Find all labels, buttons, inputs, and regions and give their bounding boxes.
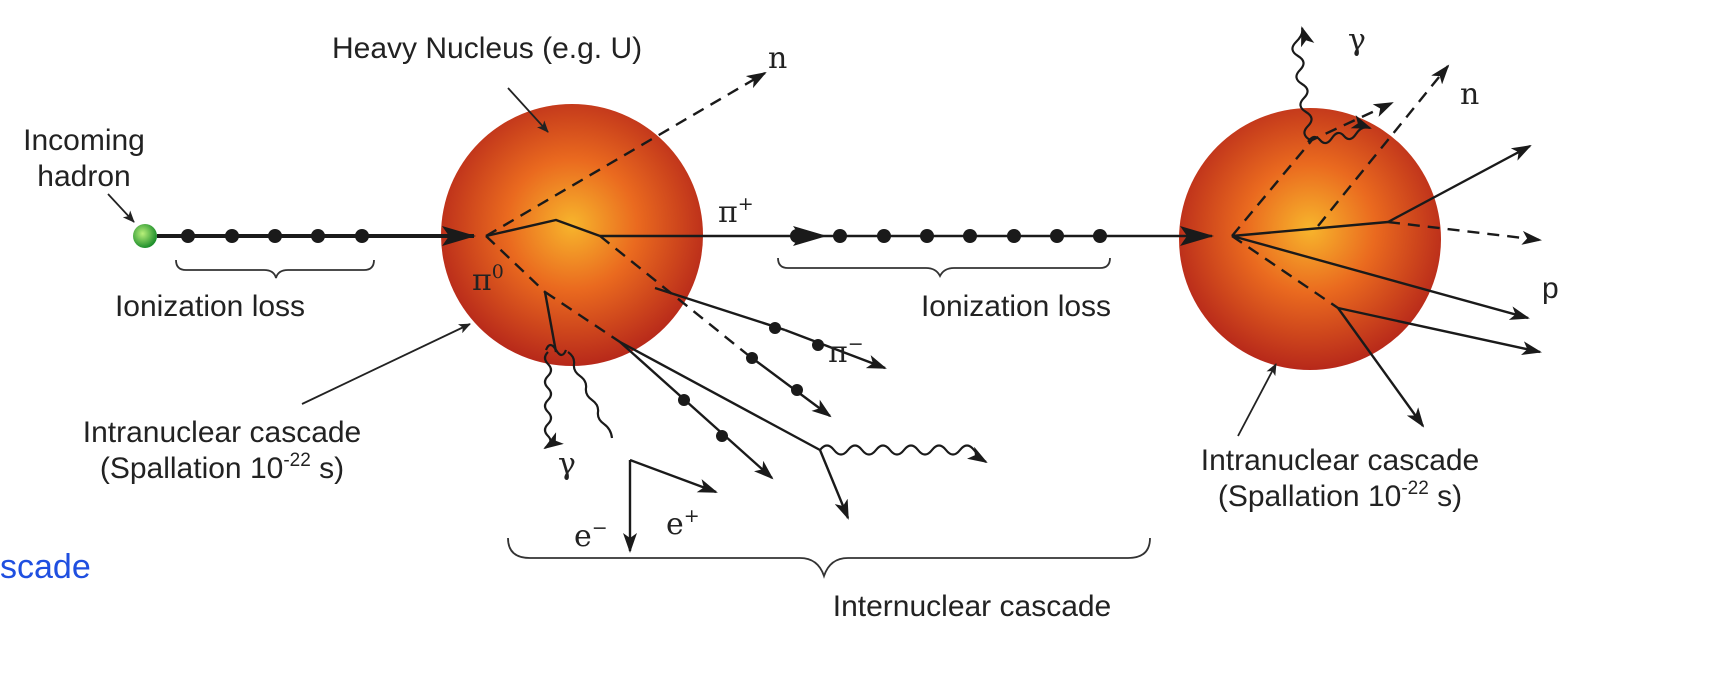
- gamma-label-left: γ: [558, 447, 576, 482]
- incoming-hadron-label-1: Incoming: [23, 124, 145, 157]
- neutron-label-left: n: [768, 41, 787, 76]
- gamma-photon-middle: [820, 446, 986, 463]
- pointer-intranuclear-left: [302, 324, 470, 404]
- intranuclear-right-label-1: Intranuclear cascade: [1201, 444, 1480, 477]
- electron-label: e−: [574, 517, 608, 554]
- pi-plus-label: π+: [718, 193, 754, 230]
- heavy-nucleus-right: [1179, 108, 1441, 370]
- pi-minus-label: π−: [828, 333, 864, 370]
- secondary-track-a: [748, 355, 830, 416]
- intranuclear-right-label-2: (Spallation 10-22 s): [1218, 478, 1462, 513]
- ionization-loss-right-label: Ionization loss: [921, 290, 1111, 323]
- pointer-incoming-hadron: [108, 194, 134, 222]
- brace-internuclear: [508, 538, 1150, 576]
- intranuclear-left-label-1: Intranuclear cascade: [83, 416, 362, 449]
- incoming-hadron: [133, 224, 157, 248]
- positron-track: [630, 460, 716, 492]
- gamma-label-right: γ: [1348, 23, 1366, 58]
- brace-ionization-right: [778, 258, 1110, 276]
- brace-ionization-left: [176, 260, 374, 278]
- neutron-label-right: n: [1460, 77, 1479, 112]
- intranuclear-left-label-2: (Spallation 10-22 s): [100, 450, 344, 485]
- branch-track-d: [820, 450, 848, 518]
- proton-label-partial: p: [1542, 272, 1559, 305]
- heavy-nucleus-label: Heavy Nucleus (e.g. U): [332, 32, 642, 65]
- pointer-intranuclear-right: [1238, 364, 1276, 436]
- ionization-loss-left-label: Ionization loss: [115, 290, 305, 323]
- secondary-dots: [678, 322, 824, 442]
- incoming-hadron-label-2: hadron: [37, 160, 130, 193]
- cascade-partial-label: scade: [0, 548, 91, 586]
- photon-to-pair: [568, 352, 612, 438]
- gamma-photon-left: [545, 352, 551, 448]
- internuclear-cascade-label: Internuclear cascade: [833, 590, 1112, 623]
- positron-label: e+: [666, 505, 700, 542]
